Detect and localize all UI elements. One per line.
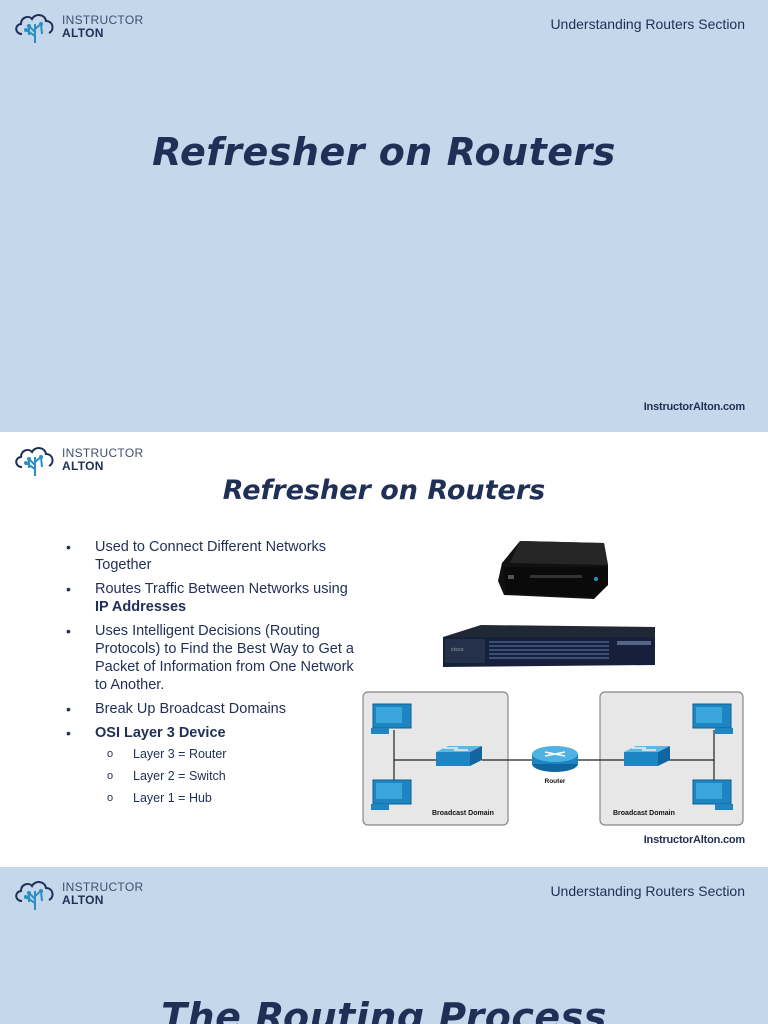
brand-logo: INSTRUCTOR ALTON — [12, 443, 143, 477]
bullet-item: OSI Layer 3 Device Layer 3 = Router Laye… — [64, 724, 354, 806]
brand-line1: INSTRUCTOR — [62, 13, 144, 27]
footer-url: InstructorAlton.com — [643, 834, 746, 846]
brand-logo: INSTRUCTOR ALTON — [12, 877, 143, 911]
right-domain-label: Broadcast Domain — [613, 810, 675, 817]
content-slide-refresher: INSTRUCTOR ALTON Refresher on Routers Us… — [0, 433, 768, 866]
computer-icon — [692, 703, 733, 734]
sub-bullet-item: Layer 2 = Switch — [95, 768, 354, 784]
slide-title: Refresher on Routers — [152, 130, 616, 174]
section-label: Understanding Routers Section — [550, 883, 745, 899]
computer-icon — [692, 779, 733, 810]
bullet-list: Used to Connect Different Networks Toget… — [64, 538, 354, 812]
brand-line2: ALTON — [62, 459, 104, 473]
rack-router-image: cisco — [443, 625, 655, 667]
sub-bullet-item: Layer 1 = Hub — [95, 790, 354, 806]
computer-icon — [371, 703, 412, 734]
sub-bullet-list: Layer 3 = Router Layer 2 = Switch Layer … — [95, 746, 354, 806]
bullet-item: Uses Intelligent Decisions (Routing Prot… — [64, 622, 354, 694]
brand-logo: INSTRUCTOR ALTON — [12, 10, 143, 44]
bullet-item: Break Up Broadcast Domains — [64, 700, 354, 718]
brand-line2: ALTON — [62, 893, 104, 907]
title-slide-routing-process: INSTRUCTOR ALTON Understanding Routers S… — [0, 867, 768, 1024]
bullet-item: Routes Traffic Between Networks using IP… — [64, 580, 354, 616]
broadcast-domain-diagram: Router Broadcast Domain Broadcast Domain — [362, 691, 744, 826]
bullet-item: Used to Connect Different Networks Toget… — [64, 538, 354, 574]
slide-title: Refresher on Routers — [222, 475, 546, 506]
svg-text:cisco: cisco — [451, 647, 464, 653]
cloud-tree-icon — [15, 14, 54, 43]
switch-icon — [436, 746, 482, 766]
router-label: Router — [545, 778, 566, 785]
router-icon — [532, 746, 578, 772]
title-slide-refresher: INSTRUCTOR ALTON Understanding Routers S… — [0, 0, 768, 432]
left-domain-label: Broadcast Domain — [432, 810, 494, 817]
brand-line1: INSTRUCTOR — [62, 880, 144, 894]
cloud-tree-icon — [15, 447, 54, 476]
cloud-tree-icon — [15, 881, 54, 910]
brand-line1: INSTRUCTOR — [62, 446, 144, 460]
computer-icon — [371, 779, 412, 810]
switch-icon — [624, 746, 670, 766]
section-label: Understanding Routers Section — [550, 16, 745, 32]
brand-line2: ALTON — [62, 26, 104, 40]
footer-url: InstructorAlton.com — [643, 401, 746, 413]
home-router-image — [498, 541, 608, 599]
slide-title: The Routing Process — [161, 995, 607, 1024]
sub-bullet-item: Layer 3 = Router — [95, 746, 354, 762]
